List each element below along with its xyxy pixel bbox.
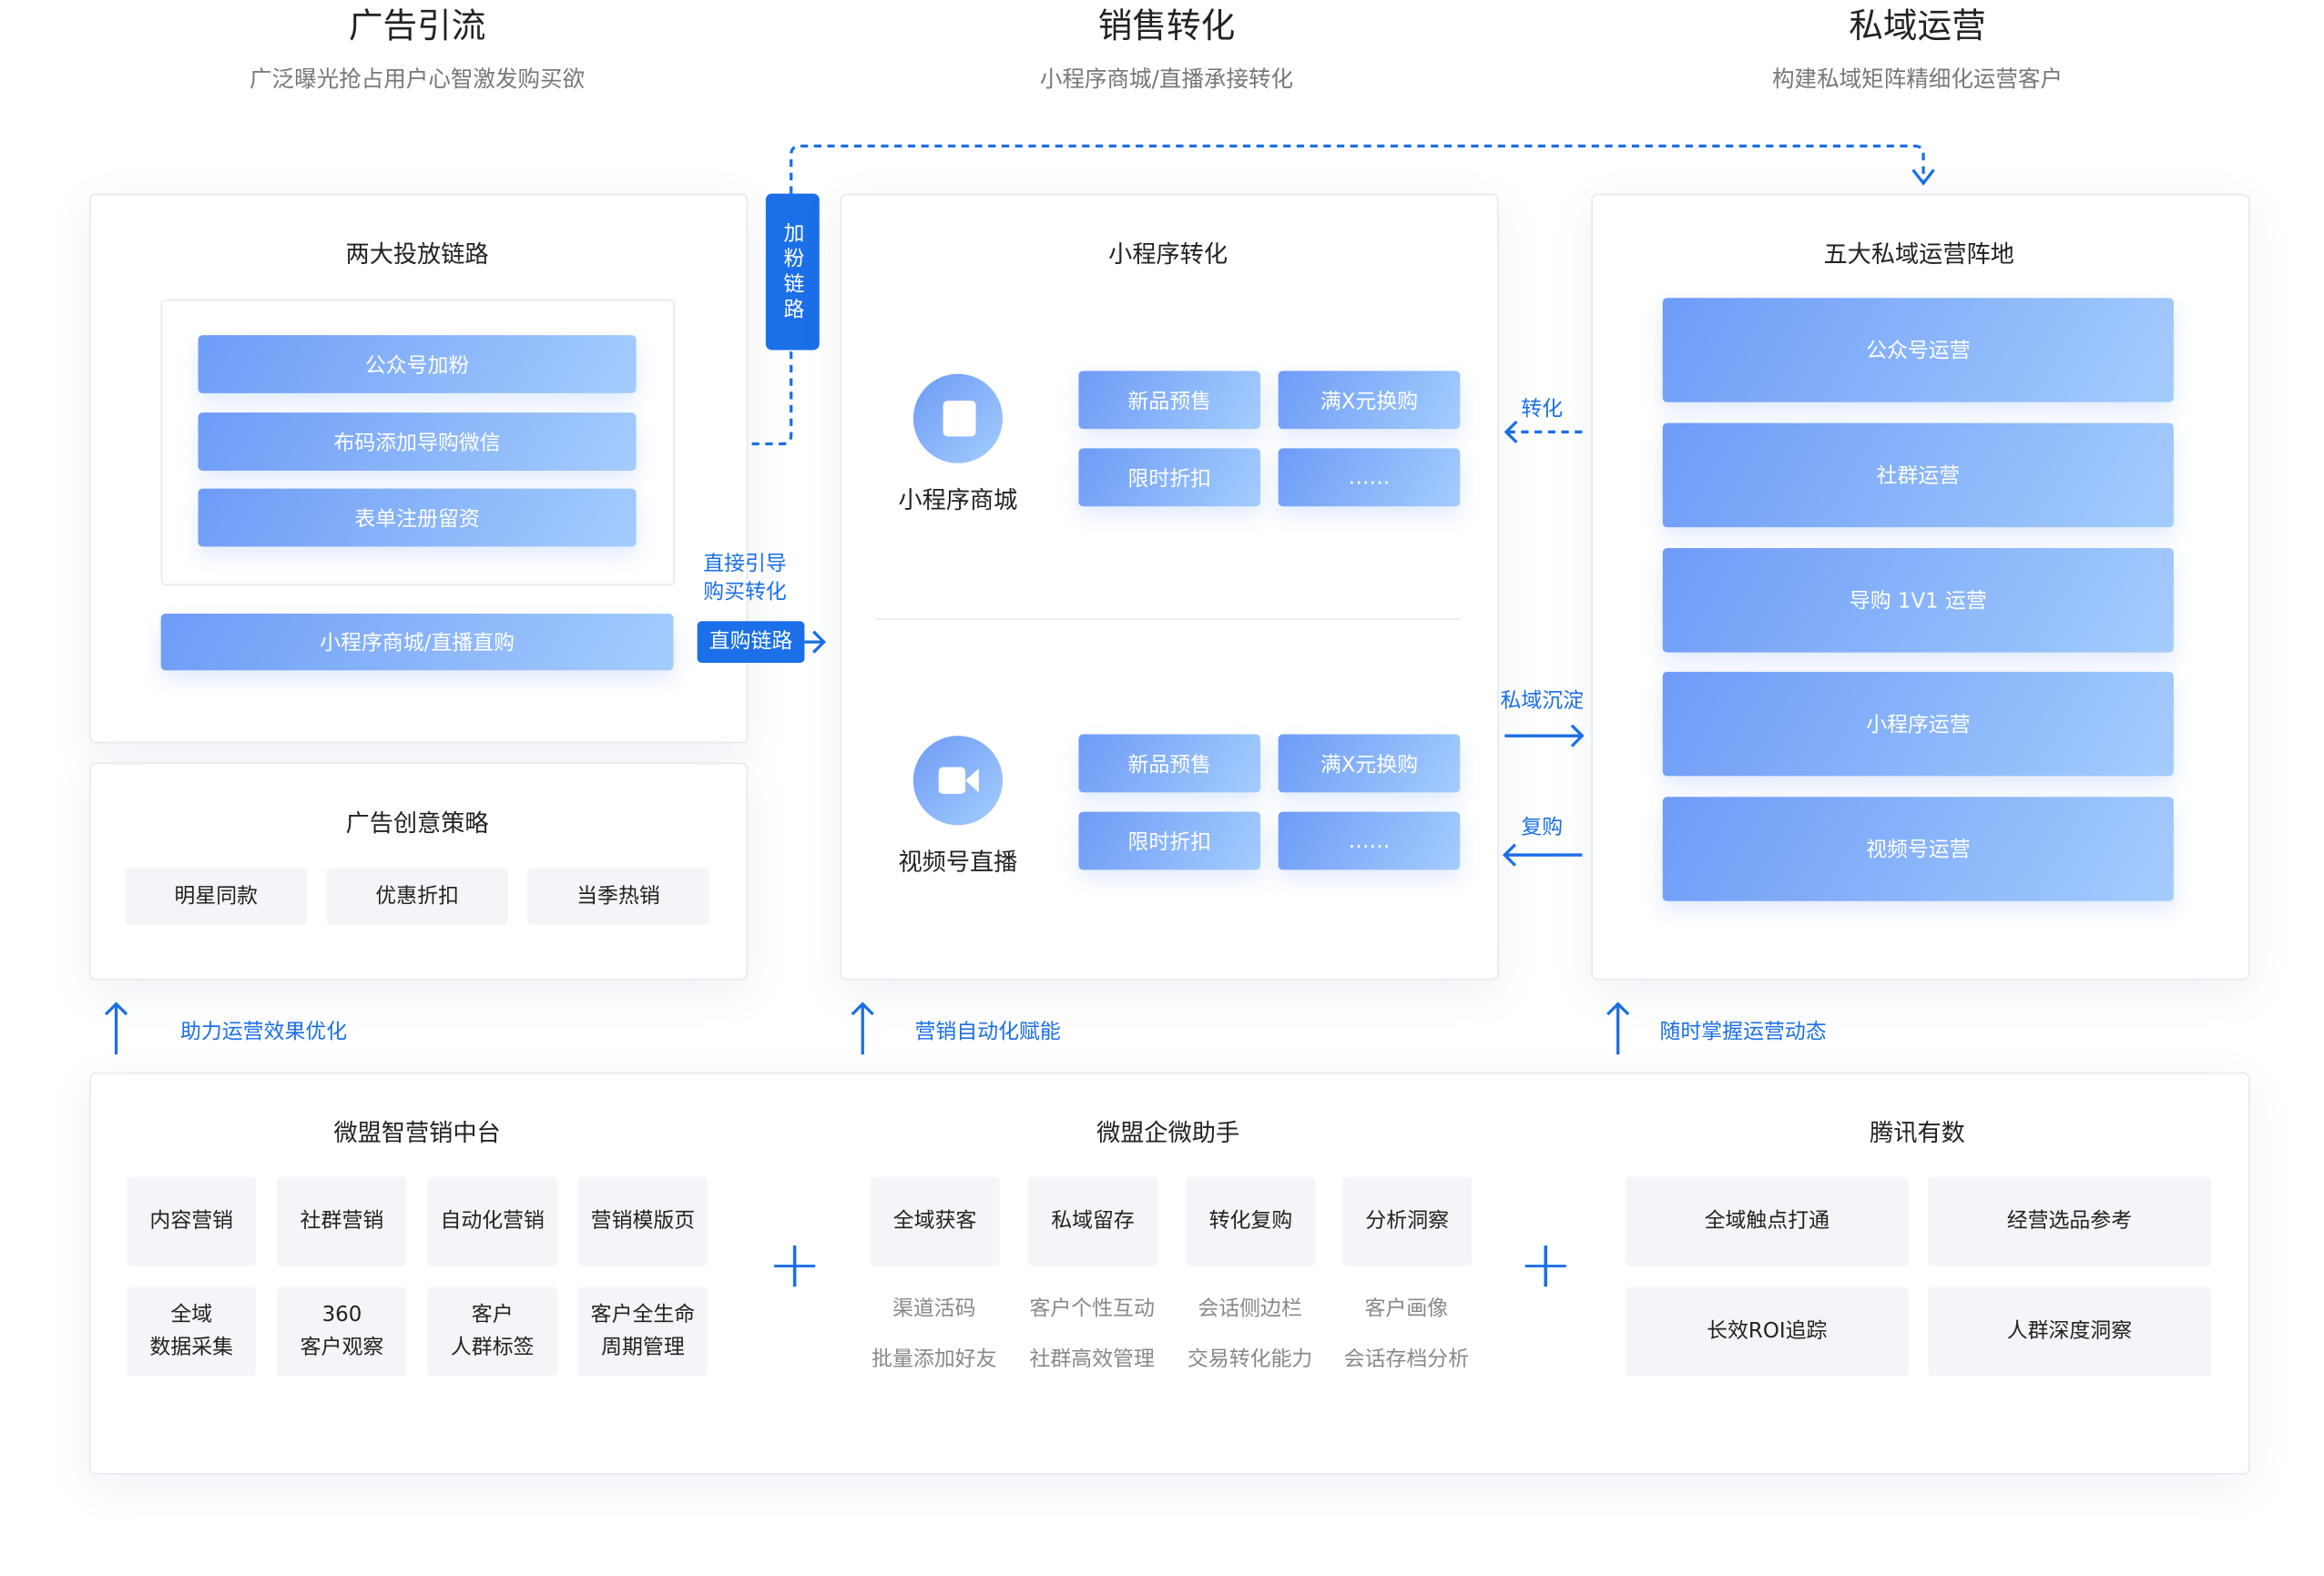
- assistant-detail: 渠道活码: [892, 1296, 976, 1322]
- assistant-detail: 社群高效管理: [1029, 1347, 1155, 1372]
- ad-link-item: 表单注册留资: [198, 488, 637, 547]
- platform-title: 微盟智营销中台: [333, 1118, 501, 1147]
- creative-chip: 明星同款: [125, 868, 308, 925]
- direct-purchase-bar: 小程序商城/直播直购: [160, 614, 674, 671]
- private-item: 小程序运营: [1662, 671, 2174, 777]
- platform-feature: 内容营销: [127, 1176, 257, 1266]
- platform-feature: 自动化营销: [427, 1176, 557, 1266]
- mini-shop-label: 小程序商城: [898, 485, 1018, 514]
- fan-link-badge: 加粉链路: [765, 193, 820, 351]
- live-tag: 满X元换购: [1278, 734, 1461, 793]
- flow-convert-label: 转化: [1521, 397, 1564, 422]
- mini-shop-icon: [912, 373, 1004, 463]
- ad-link-item: 布码添加导购微信: [198, 412, 637, 471]
- tencent-feature: 经营选品参考: [1927, 1176, 2211, 1266]
- column-subtitle: 小程序商城/直播承接转化: [1039, 65, 1294, 93]
- private-item: 导购 1V1 运营: [1662, 548, 2174, 653]
- live-tag: 新品预售: [1078, 734, 1261, 793]
- tencent-feature: 人群深度洞察: [1927, 1286, 2211, 1377]
- assistant-feature: 分析洞察: [1342, 1176, 1473, 1266]
- platform-feature: 客户 人群标签: [427, 1286, 557, 1377]
- shop-tag: 满X元换购: [1278, 371, 1461, 430]
- column-title: 私域运营: [1849, 7, 1986, 46]
- creative-chip: 当季热销: [527, 868, 709, 925]
- assistant-feature: 私域留存: [1027, 1176, 1158, 1266]
- column-subtitle: 构建私域矩阵精细化运营客户: [1771, 65, 2064, 93]
- assistant-detail: 交易转化能力: [1187, 1347, 1313, 1372]
- divider: [875, 617, 1461, 620]
- live-tag: ……: [1278, 811, 1461, 870]
- plus-icon: +: [767, 1227, 822, 1304]
- shop-tag: 限时折扣: [1078, 448, 1261, 507]
- column-title: 广告引流: [348, 7, 486, 46]
- video-live-icon: [912, 736, 1004, 826]
- boost-label: 营销自动化赋能: [914, 1020, 1061, 1044]
- ad-link-item: 公众号加粉: [198, 335, 637, 393]
- assistant-detail: 批量添加好友: [872, 1347, 997, 1372]
- boost-label: 随时掌握运营动态: [1659, 1020, 1827, 1044]
- private-item: 公众号运营: [1662, 298, 2174, 402]
- platform-feature: 360 客户观察: [277, 1286, 407, 1377]
- live-tag: 限时折扣: [1078, 811, 1261, 870]
- platform-feature: 营销模版页: [577, 1176, 708, 1266]
- assistant-detail: 客户画像: [1364, 1296, 1449, 1322]
- assistant-detail: 会话侧边栏: [1198, 1296, 1302, 1322]
- private-item: 视频号运营: [1662, 797, 2174, 901]
- platform-feature: 客户全生命 周期管理: [577, 1286, 708, 1377]
- card-title: 五大私域运营阵地: [1823, 239, 2014, 269]
- flow-repurchase-label: 复购: [1521, 816, 1564, 840]
- video-live-label: 视频号直播: [898, 847, 1018, 876]
- plus-icon: +: [1518, 1227, 1574, 1304]
- direct-note: 直接引导 购买转化: [703, 551, 787, 607]
- column-title: 销售转化: [1097, 7, 1236, 46]
- direct-note-line: 购买转化: [703, 581, 787, 605]
- tencent-feature: 长效ROI追踪: [1625, 1286, 1909, 1377]
- private-item: 社群运营: [1662, 422, 2174, 528]
- direct-note-line: 直接引导: [703, 552, 787, 577]
- assistant-title: 微盟企微助手: [1096, 1118, 1240, 1147]
- boost-label: 助力运营效果优化: [179, 1020, 348, 1044]
- tencent-title: 腾讯有数: [1870, 1118, 1965, 1147]
- flow-settle-label: 私域沉淀: [1500, 689, 1585, 714]
- assistant-detail: 会话存档分析: [1343, 1347, 1470, 1372]
- platform-feature: 社群营销: [277, 1176, 407, 1266]
- column-subtitle: 广泛曝光抢占用户心智激发购买欲: [250, 65, 586, 93]
- shop-tag: 新品预售: [1078, 371, 1261, 430]
- tencent-feature: 全域触点打通: [1625, 1176, 1909, 1266]
- assistant-feature: 转化复购: [1186, 1176, 1316, 1266]
- card-title: 小程序转化: [1108, 239, 1228, 269]
- card-title: 两大投放链路: [345, 239, 489, 269]
- assistant-feature: 全域获客: [870, 1176, 1000, 1266]
- platform-feature: 全域 数据采集: [127, 1286, 257, 1377]
- assistant-detail: 客户个性互动: [1029, 1296, 1155, 1322]
- tools-card: [89, 1072, 2250, 1475]
- shop-tag: ……: [1278, 448, 1461, 507]
- creative-chip: 优惠折扣: [326, 868, 508, 925]
- card-title: 广告创意策略: [345, 808, 489, 838]
- direct-link-badge: 直购链路: [697, 621, 805, 664]
